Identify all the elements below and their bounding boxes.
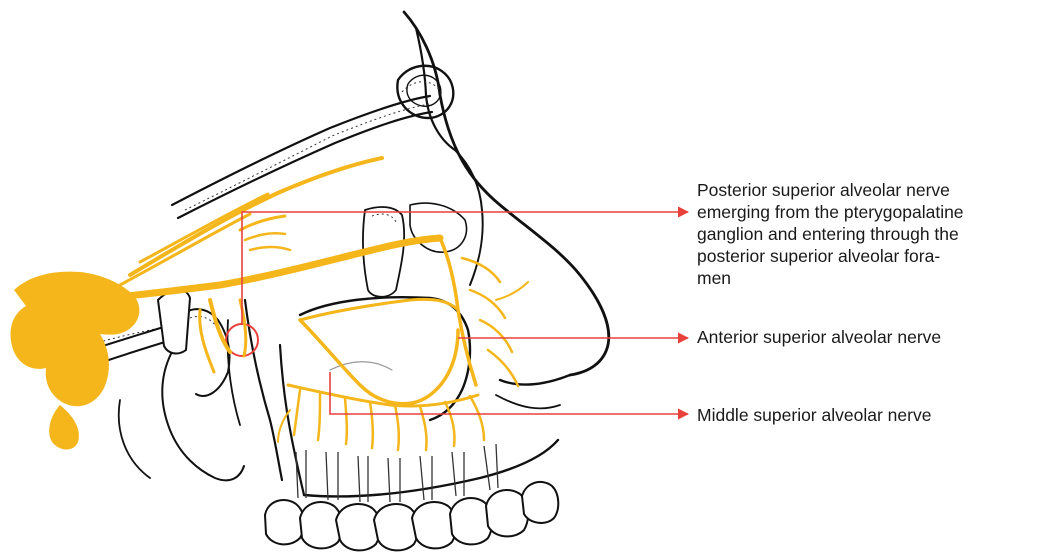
tooth [374, 504, 418, 550]
tooth [412, 502, 456, 548]
tooth [300, 502, 342, 548]
nose-tip [500, 375, 570, 385]
leader-middle [330, 372, 688, 414]
nerves [90, 158, 528, 450]
middle-superior-alveolar-nerve [300, 320, 458, 404]
label-anterior-superior-alveolar-nerve: Anterior superior alveolar nerve [697, 326, 1037, 348]
tooth [265, 500, 304, 544]
nasal-roof [172, 96, 430, 205]
posterior-superior-alveolar-nerve [240, 300, 246, 356]
alveolar-arch [304, 440, 558, 496]
teeth [265, 444, 558, 550]
label-posterior-superior-alveolar-nerve: Posterior superior alveolar nerve emergi… [697, 179, 1047, 289]
trigeminal-mass [11, 272, 140, 450]
label-middle-superior-alveolar-nerve: Middle superior alveolar nerve [697, 404, 1037, 426]
tooth [336, 504, 380, 550]
tooth [522, 482, 558, 523]
